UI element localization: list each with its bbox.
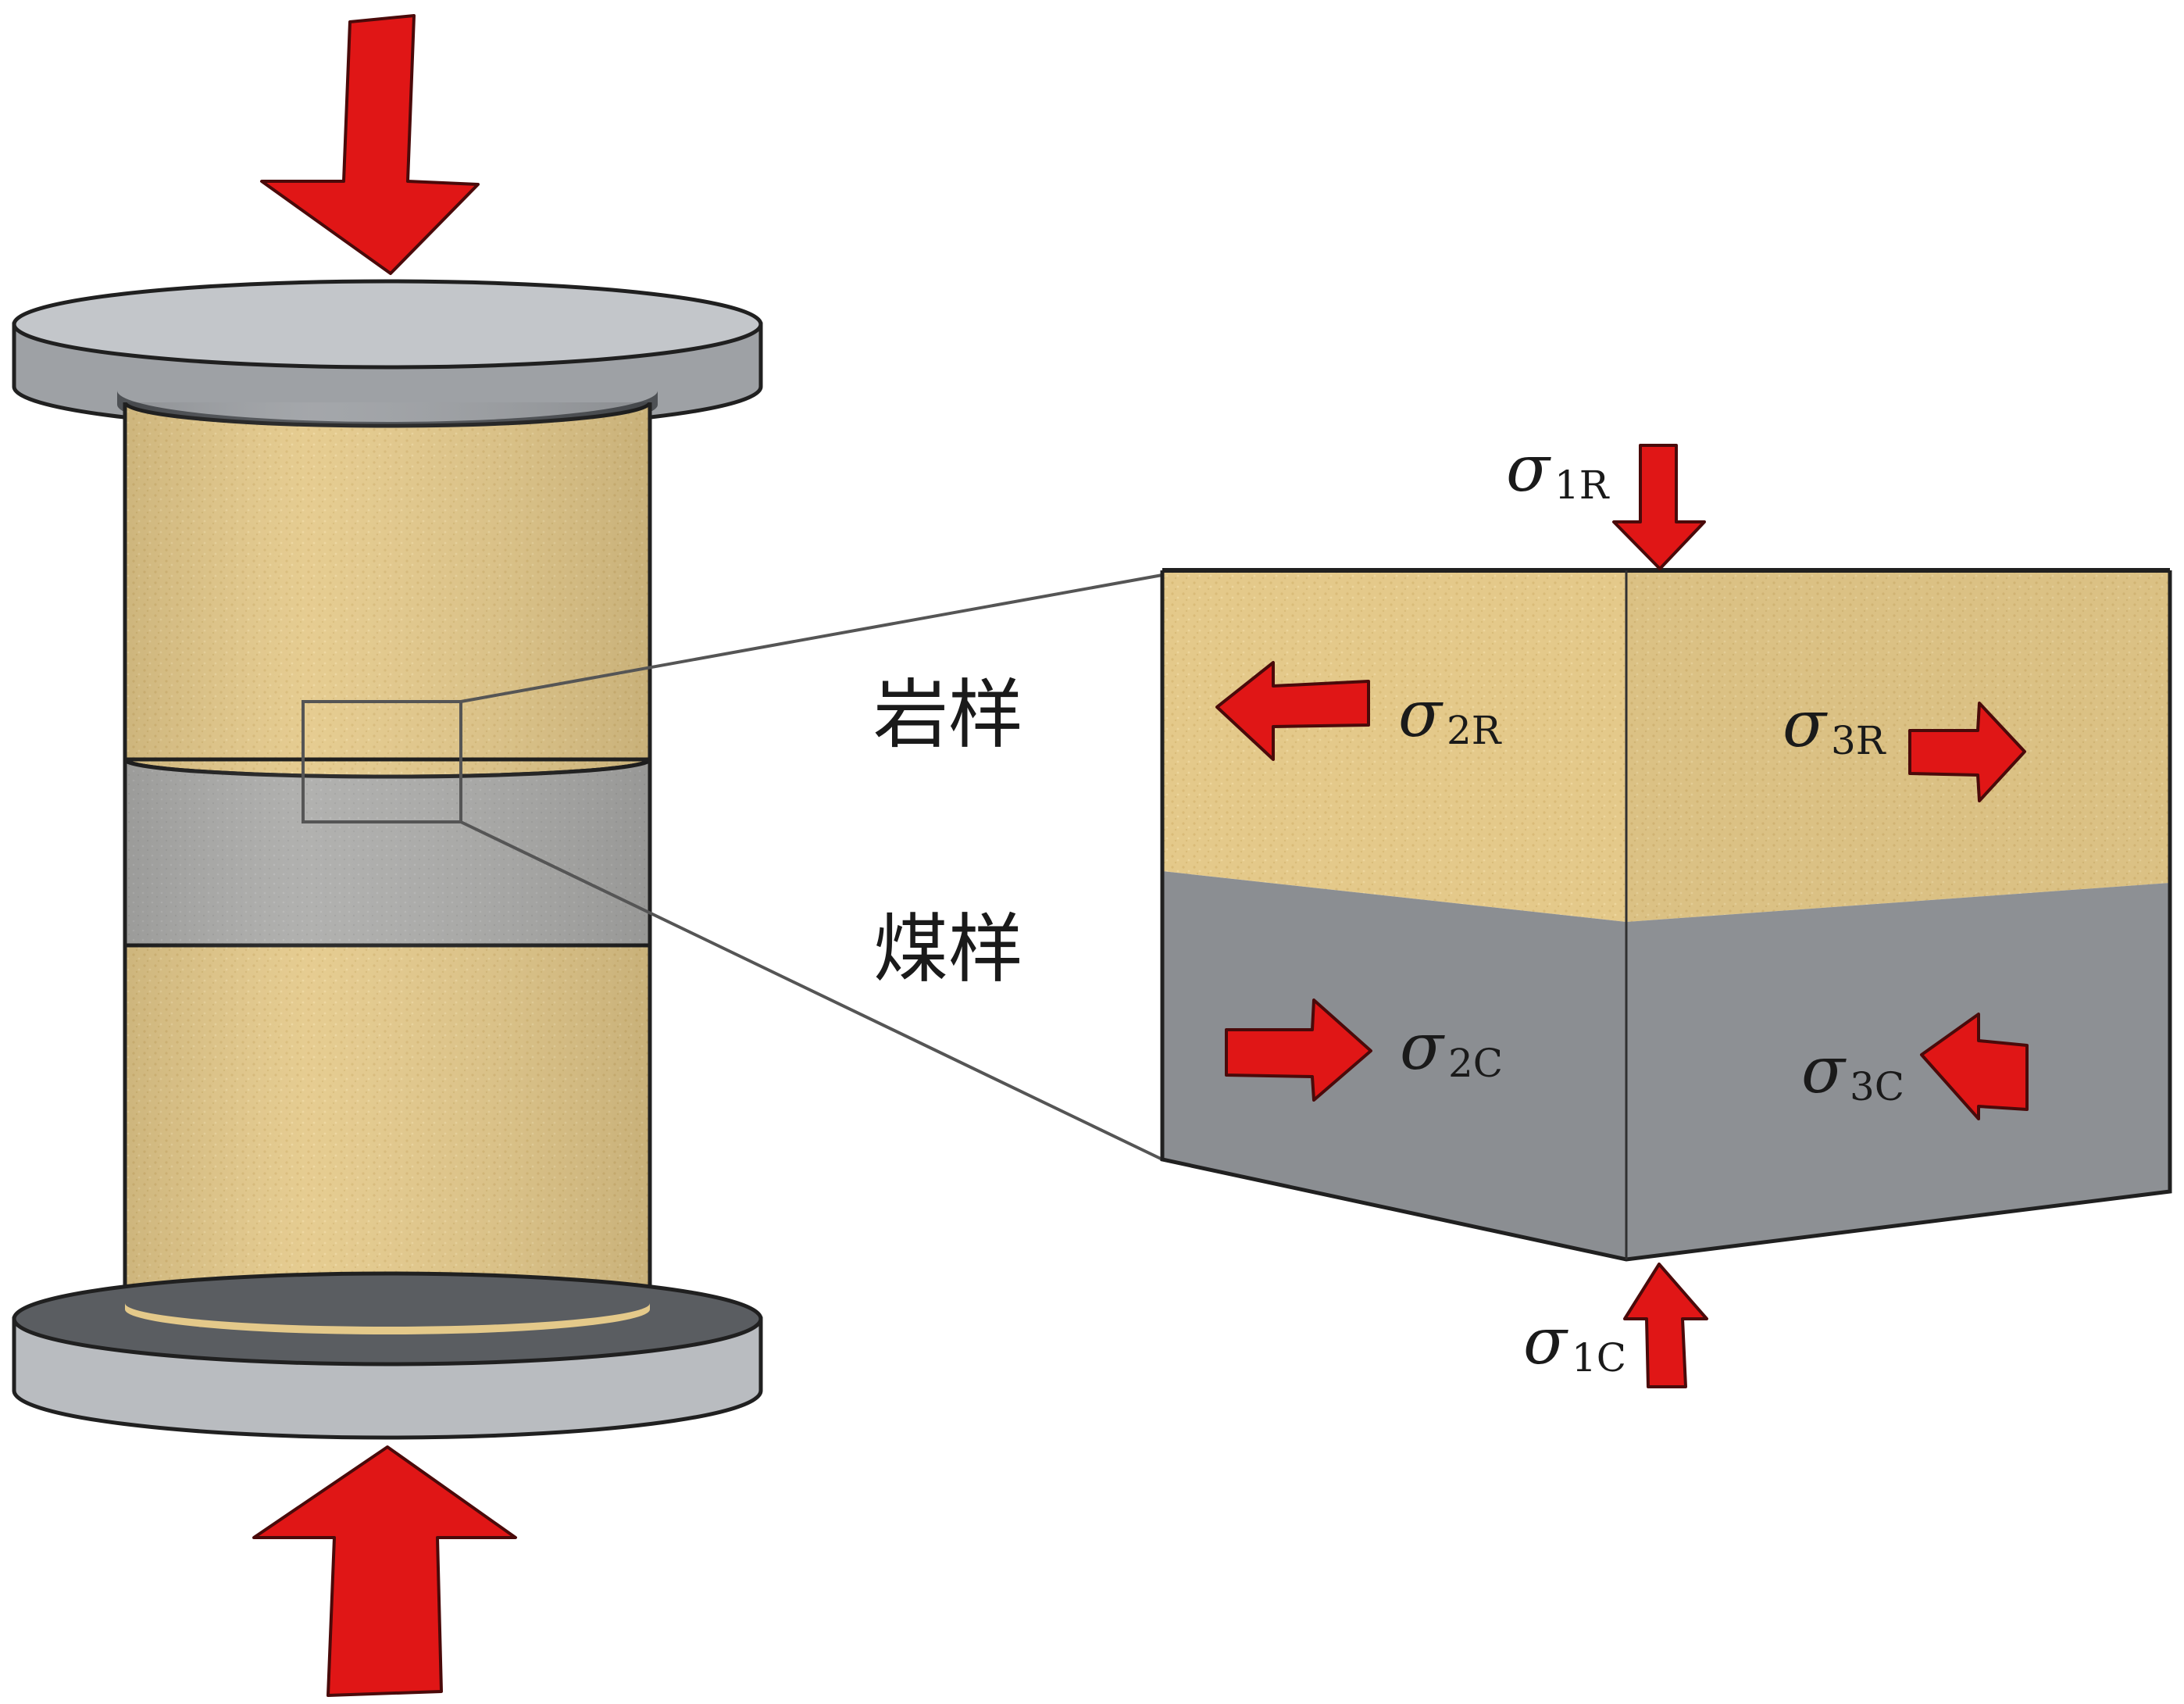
rock-sample-label: 岩样 xyxy=(873,671,1023,759)
sigma-2c-arrow-icon xyxy=(1225,998,1372,1102)
coal-sample-label: 煤样 xyxy=(873,906,1023,993)
sigma-1r-arrow-icon xyxy=(1612,444,1706,570)
element-block xyxy=(1160,568,2172,1262)
sigma-1c-arrow-icon xyxy=(1623,1263,1708,1388)
sigma-2r-arrow-icon xyxy=(1215,661,1370,761)
sigma-3r-arrow-icon xyxy=(1908,702,2026,802)
top-load-arrow-icon xyxy=(260,14,480,275)
block-right-rock-face xyxy=(1626,570,2170,922)
zoom-indicator xyxy=(302,573,1163,1161)
bottom-load-arrow-icon xyxy=(252,1445,517,1697)
block-left-rock-face xyxy=(1162,570,1626,922)
block-right-coal-face xyxy=(1626,883,2170,1259)
sigma-3c-arrow-icon xyxy=(1920,1013,2029,1120)
bottom-platen xyxy=(12,1271,763,1440)
cylinder-specimen xyxy=(123,402,652,1329)
block-left-coal-face xyxy=(1162,871,1626,1259)
